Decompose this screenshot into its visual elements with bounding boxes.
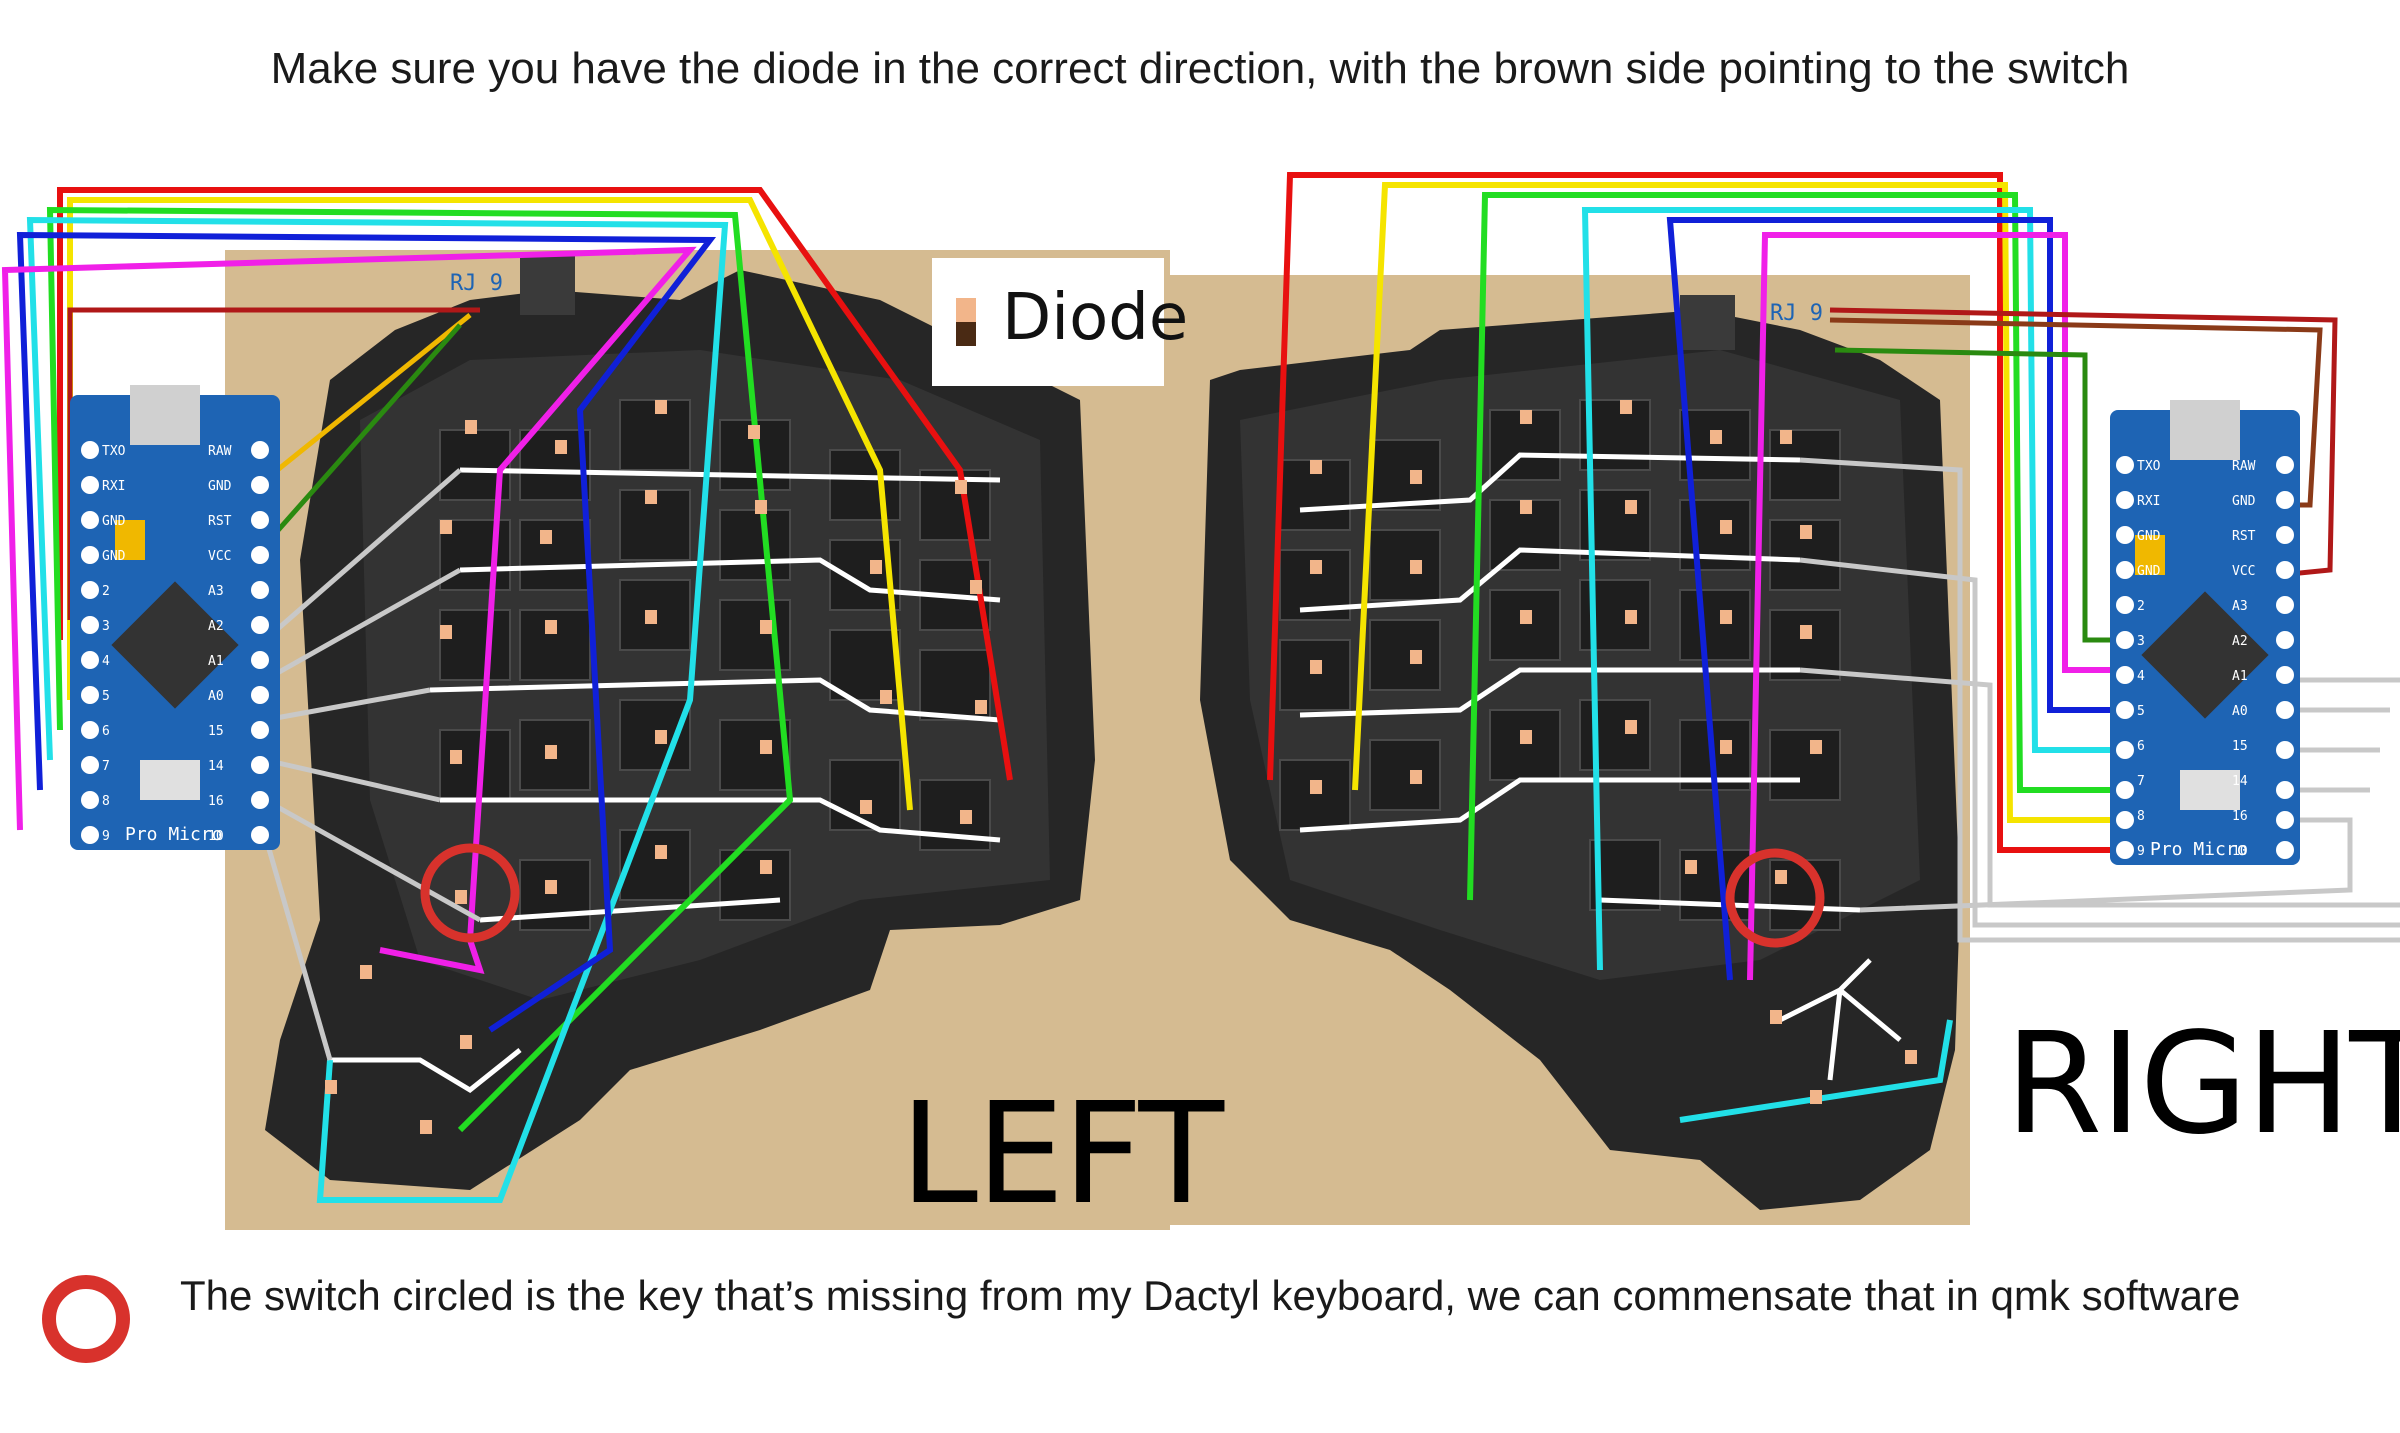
missing-key-legend-circle-icon	[42, 1275, 130, 1363]
pin-label: 9	[102, 829, 110, 844]
right-missing-key-circle	[1725, 848, 1825, 948]
pin-label: 6	[102, 724, 110, 739]
pin-label: 3	[2137, 634, 2145, 649]
pin-label: 6	[2137, 739, 2145, 754]
pin-label: GND	[2137, 564, 2161, 579]
pin-label: VCC	[2232, 564, 2255, 579]
left-column-wires	[1, 187, 1013, 1203]
pin-label: A0	[208, 689, 224, 704]
pin-label: 14	[208, 759, 224, 774]
left-gray-wires	[262, 468, 482, 1061]
pin-label: A2	[2232, 634, 2248, 649]
pin-label: TXO	[2137, 459, 2161, 474]
pin-label: GND	[102, 514, 126, 529]
pin-label: 16	[208, 794, 224, 809]
pin-label: 9	[2137, 844, 2145, 859]
pin-label: 15	[2232, 739, 2248, 754]
top-instruction: Make sure you have the diode in the corr…	[270, 44, 2130, 93]
missing-key-markers	[420, 843, 1825, 948]
right-half-label: RIGHT	[2005, 1003, 2400, 1166]
pin-label: TXO	[102, 444, 126, 459]
pin-label: 8	[2137, 809, 2145, 824]
right-rj9-label: RJ 9	[1770, 301, 1823, 326]
pin-label: 5	[2137, 704, 2145, 719]
diode-icon-tan	[956, 298, 976, 322]
pin-label: 10	[208, 829, 224, 844]
pin-label: RXI	[102, 479, 125, 494]
pin-label: A3	[208, 584, 224, 599]
pin-label: VCC	[208, 549, 231, 564]
left-key-switches	[439, 399, 991, 931]
pin-label: A2	[208, 619, 224, 634]
pin-label: 2	[102, 584, 110, 599]
pin-label: 14	[2232, 774, 2248, 789]
left-board-label: Pro Micro	[125, 824, 223, 845]
right-row-wires	[1299, 452, 1902, 1081]
right-pro-micro: Pro Micro	[2110, 400, 2300, 865]
pin-label: 7	[102, 759, 110, 774]
left-rj9-label: RJ 9	[450, 271, 503, 296]
diode-icon-brown	[956, 322, 976, 346]
diode-legend-label: Diode	[1002, 281, 1189, 355]
pin-label: GND	[102, 549, 126, 564]
pin-label: 7	[2137, 774, 2145, 789]
pin-label: GND	[208, 479, 232, 494]
left-pro-micro: Pro Micro	[70, 385, 280, 850]
left-half-label: LEFT	[900, 1073, 1224, 1236]
pin-label: 5	[102, 689, 110, 704]
pin-label: RST	[208, 514, 232, 529]
diodes	[325, 400, 1917, 1134]
pin-label: RAW	[2232, 459, 2256, 474]
pin-label: A3	[2232, 599, 2248, 614]
pin-label: A1	[2232, 669, 2248, 684]
pin-label: A1	[208, 654, 224, 669]
right-gray-wires	[1799, 457, 2400, 943]
bottom-note: The switch circled is the key that’s mis…	[180, 1272, 2241, 1319]
left-row-wires	[330, 467, 1001, 1094]
pin-label: GND	[2137, 529, 2161, 544]
pin-label: GND	[2232, 494, 2256, 509]
right-board-label: Pro Micro	[2150, 839, 2248, 860]
right-key-switches	[1279, 399, 1841, 931]
pin-label: RXI	[2137, 494, 2160, 509]
left-missing-key-circle	[420, 843, 520, 943]
pin-label: 10	[2232, 844, 2248, 859]
pin-label: 16	[2232, 809, 2248, 824]
pin-label: 15	[208, 724, 224, 739]
pin-label: RST	[2232, 529, 2256, 544]
pin-label: 8	[102, 794, 110, 809]
pin-label: 4	[2137, 669, 2145, 684]
pin-label: RAW	[208, 444, 232, 459]
diode-legend: Diode	[932, 258, 1188, 386]
pin-label: A0	[2232, 704, 2248, 719]
right-column-wires	[1267, 172, 2125, 1123]
pin-label: 3	[102, 619, 110, 634]
pin-label: 2	[2137, 599, 2145, 614]
pin-label: 4	[102, 654, 110, 669]
